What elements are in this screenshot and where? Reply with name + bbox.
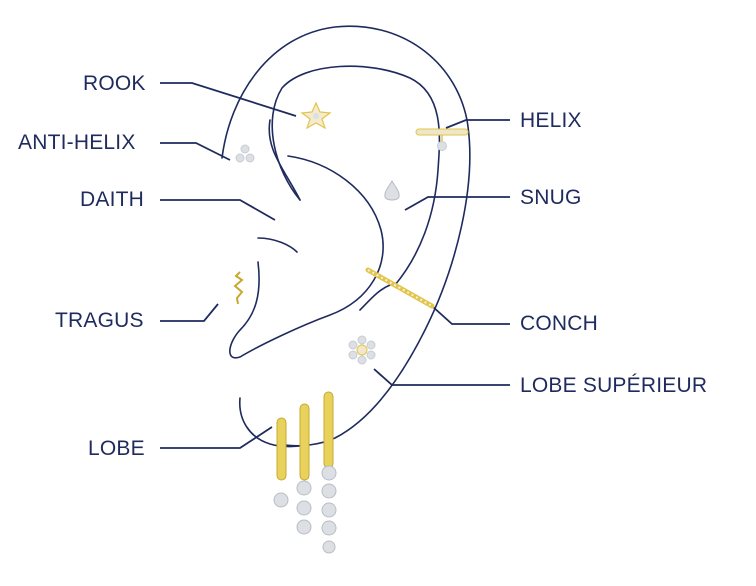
label-anti-helix: ANTI-HELIX: [18, 131, 136, 154]
conch-bar-icon: [365, 267, 435, 309]
snug-leader: [404, 196, 510, 211]
inner-helix-outline: [271, 65, 441, 286]
concha-outline: [229, 155, 384, 359]
rook-leader: [160, 82, 297, 117]
conch-leader: [431, 305, 510, 325]
helix-leader: [445, 119, 510, 129]
label-conch: CONCH: [520, 312, 598, 335]
leader-lines: [160, 82, 510, 449]
lobe-outline: [239, 397, 301, 448]
lobe-superieur-leader: [373, 368, 510, 386]
label-lobe-superieur: LOBE SUPÉRIEUR: [520, 374, 708, 397]
daith-leader: [160, 199, 276, 221]
label-daith: DAITH: [80, 188, 144, 211]
lobe-hoops-icon: [273, 391, 337, 554]
label-snug: SNUG: [520, 186, 582, 209]
rook-star-stud-icon: [300, 101, 332, 130]
label-lobe: LOBE: [88, 437, 145, 460]
snug-teardrop-icon: [384, 179, 400, 201]
label-rook: ROOK: [83, 72, 146, 95]
daith-outline: [257, 237, 298, 253]
outer-helix-outline: [221, 25, 471, 447]
lobe-leader: [160, 426, 273, 449]
antitragus-outline: [359, 284, 391, 311]
anti-helix-trilogy-stud-icon: [235, 144, 255, 163]
label-helix: HELIX: [520, 109, 582, 132]
antihelix-outline: [268, 119, 301, 201]
lobe-superieur-flower-stud-icon: [348, 335, 376, 365]
tragus-leader: [160, 303, 219, 322]
label-tragus: TRAGUS: [55, 309, 144, 332]
anti-helix-leader: [160, 142, 231, 161]
helix-bar-icon: [415, 128, 469, 151]
tragus-snake-icon: [233, 271, 244, 305]
